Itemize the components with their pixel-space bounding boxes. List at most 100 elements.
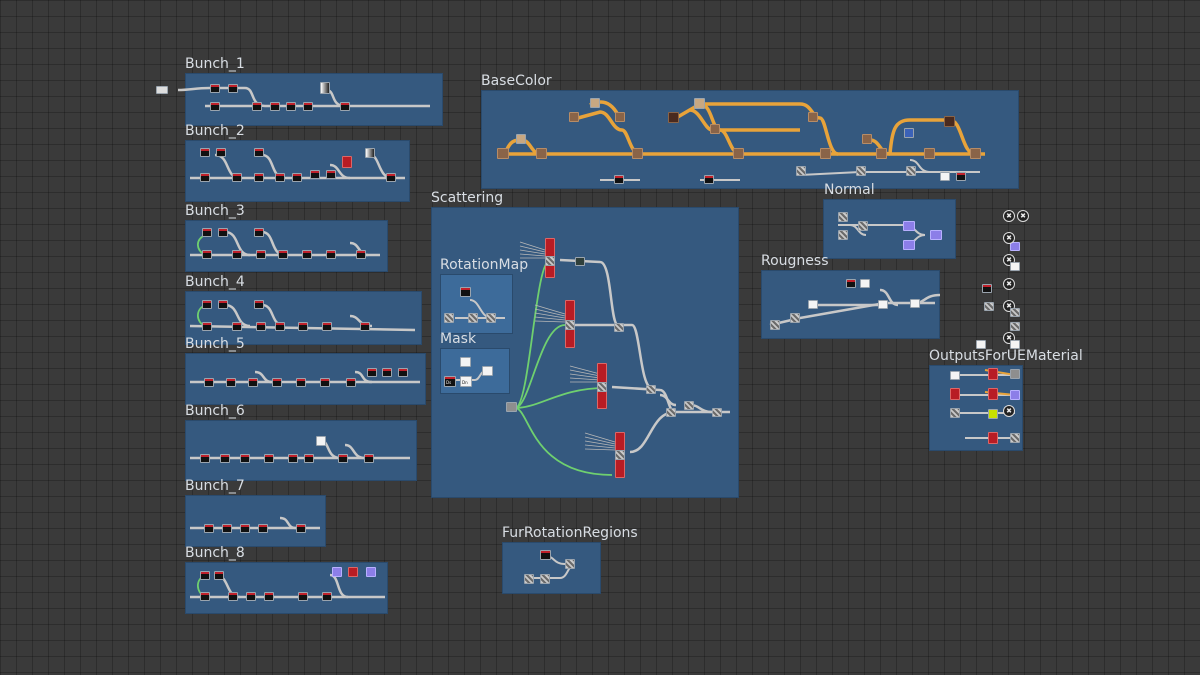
node-mask-dn[interactable]: Dn [460, 376, 472, 387]
node-bunch2-f[interactable] [254, 173, 264, 182]
frame-mask[interactable] [440, 348, 510, 394]
frame-bunch-3[interactable] [185, 220, 388, 272]
frame-bunch-6[interactable] [185, 420, 417, 481]
node-scatter-output[interactable] [712, 408, 722, 417]
node-scatter-a-out[interactable] [575, 257, 585, 266]
node-bunch1-h[interactable] [340, 102, 350, 111]
node-bunch8-purple-b[interactable] [366, 567, 376, 577]
node-output-white-c[interactable] [1010, 340, 1020, 349]
node-bunch3-c[interactable] [254, 228, 264, 237]
node-bunch4-d[interactable] [202, 322, 212, 331]
node-bunch5-e[interactable] [296, 378, 306, 387]
node-bunch5-j[interactable] [398, 368, 408, 377]
node-output-white-a[interactable] [1010, 262, 1020, 271]
node-bunch2-gradient[interactable] [365, 148, 375, 158]
circle-x-icon[interactable] [1003, 232, 1015, 244]
node-basecolor-brown-m[interactable] [970, 148, 981, 159]
node-basecolor-brown-j[interactable] [862, 134, 872, 144]
node-bunch6-f[interactable] [304, 454, 314, 463]
node-normal-purple-a[interactable] [903, 221, 915, 231]
node-bunch8-a[interactable] [200, 571, 210, 580]
node-mask-white[interactable] [460, 357, 471, 367]
node-output-normal-preview[interactable] [1010, 242, 1020, 251]
frame-rotationmap[interactable] [440, 274, 513, 334]
node-bunch2-d[interactable] [200, 173, 210, 182]
node-bunch3-j[interactable] [356, 250, 366, 259]
node-scatter-merge-a[interactable] [666, 408, 676, 417]
circle-x-icon[interactable] [1017, 210, 1029, 222]
node-bunch3-d[interactable] [202, 250, 212, 259]
node-basecolor-tan-c[interactable] [694, 98, 705, 109]
node-basecolor-brown-d[interactable] [615, 112, 625, 122]
node-ue-purple[interactable] [1010, 390, 1020, 400]
node-bunch1-f[interactable] [286, 102, 296, 111]
node-basecolor-black-c[interactable] [956, 172, 966, 181]
node-basecolor-brown-l[interactable] [924, 148, 935, 159]
frame-furrotationregions[interactable] [502, 542, 601, 594]
node-basecolor-tan-a[interactable] [516, 134, 526, 144]
node-bunch6-e[interactable] [288, 454, 298, 463]
frame-bunch-1[interactable] [185, 73, 443, 126]
node-normal-purple-b[interactable] [903, 240, 915, 250]
frame-bunch-7[interactable] [185, 495, 326, 547]
node-fur-noise-c[interactable] [565, 559, 575, 569]
circle-x-icon[interactable] [1003, 278, 1015, 290]
node-bunch1-gradient[interactable] [320, 82, 330, 94]
node-bunch3-f[interactable] [256, 250, 266, 259]
node-scatter-c-noise[interactable] [597, 382, 607, 392]
node-bunch4-e[interactable] [232, 322, 242, 331]
node-bunch2-b[interactable] [216, 148, 226, 157]
node-rougness-a[interactable] [770, 320, 780, 330]
node-ue-gray[interactable] [1010, 369, 1020, 379]
node-ue-noise-b[interactable] [1010, 433, 1020, 443]
node-output-white-b[interactable] [976, 340, 986, 349]
node-bunch2-i[interactable] [310, 170, 320, 179]
node-bunch2-h[interactable] [292, 173, 302, 182]
node-basecolor-brown-k[interactable] [876, 148, 887, 159]
node-scatter-c-out[interactable] [646, 385, 656, 394]
node-bunch3-g[interactable] [278, 250, 288, 259]
node-basecolor-brown-f[interactable] [710, 124, 720, 134]
node-bunch3-b[interactable] [218, 228, 228, 237]
node-bunch4-h[interactable] [298, 322, 308, 331]
node-basecolor-noise-b[interactable] [856, 166, 866, 176]
node-bunch2-c[interactable] [254, 148, 264, 157]
node-bunch7-d[interactable] [258, 524, 268, 533]
node-bunch7-e[interactable] [296, 524, 306, 533]
node-normal-purple-c[interactable] [930, 230, 942, 240]
node-rougness-white-d[interactable] [910, 299, 920, 308]
node-bunch5-i[interactable] [382, 368, 392, 377]
node-bunch5-g[interactable] [346, 378, 356, 387]
node-basecolor-brown-h[interactable] [808, 112, 818, 122]
node-bunch6-b[interactable] [220, 454, 230, 463]
node-bunch5-a[interactable] [204, 378, 214, 387]
node-bunch4-i[interactable] [322, 322, 332, 331]
node-bunch4-c[interactable] [254, 300, 264, 309]
circle-x-icon[interactable] [1003, 210, 1015, 222]
node-bunch6-h[interactable] [364, 454, 374, 463]
node-ue-noise-a[interactable] [950, 408, 960, 418]
node-bunch1-b[interactable] [228, 84, 238, 93]
node-ue-lime[interactable] [988, 409, 998, 419]
circle-x-icon[interactable] [1003, 405, 1015, 417]
node-basecolor-tan-b[interactable] [590, 98, 600, 108]
node-rotationmap-d[interactable] [486, 313, 496, 323]
node-basecolor-brown-a[interactable] [497, 148, 509, 159]
frame-basecolor[interactable] [481, 90, 1019, 189]
node-bunch4-a[interactable] [202, 300, 212, 309]
node-basecolor-brown-g[interactable] [733, 148, 744, 159]
node-fur-noise-b[interactable] [540, 574, 550, 584]
node-basecolor-blue[interactable] [904, 128, 914, 138]
node-ue-white[interactable] [950, 371, 960, 380]
node-output-black[interactable] [982, 284, 992, 293]
node-bunch1-g[interactable] [303, 102, 313, 111]
node-scatter-b-out[interactable] [614, 323, 624, 332]
node-bunch6-d[interactable] [264, 454, 274, 463]
node-rotationmap-c[interactable] [468, 313, 478, 323]
node-bunch8-h[interactable] [322, 592, 332, 601]
node-normal-c[interactable] [858, 221, 868, 231]
node-bunch4-b[interactable] [218, 300, 228, 309]
node-rougness-white-a[interactable] [860, 279, 870, 288]
node-rotationmap-a[interactable] [460, 287, 471, 297]
node-ue-red-d[interactable] [988, 432, 998, 444]
